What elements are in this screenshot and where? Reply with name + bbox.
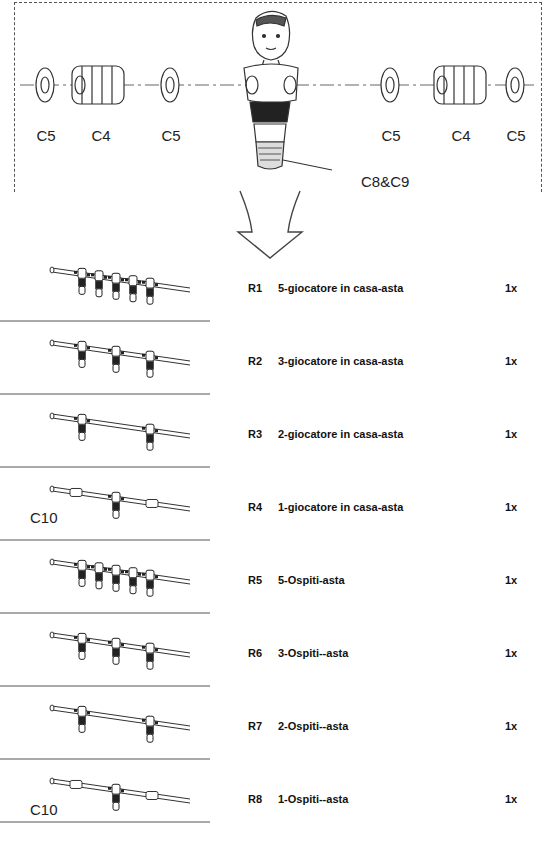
quantity: 1x: [505, 720, 517, 732]
assembly-frame: C5 C4 C5C8&C9 C5 C4 C5: [14, 2, 542, 192]
quantity: 1x: [505, 501, 517, 513]
part-callout: C5: [506, 127, 525, 144]
part-name: 2-Ospiti--asta: [278, 720, 348, 732]
part-name: 3-giocatore in casa-asta: [278, 355, 403, 367]
part-name: 5-Ospiti-asta: [278, 574, 345, 586]
row-divider: [0, 613, 210, 614]
row-divider: [0, 686, 210, 687]
part-name: 2-giocatore in casa-asta: [278, 428, 403, 440]
part-callout: C10: [30, 509, 58, 526]
part-callout: C4: [451, 127, 470, 144]
row-id: R1: [248, 282, 262, 294]
row-divider: [0, 467, 210, 468]
part-name: 3-Ospiti--asta: [278, 647, 348, 659]
rod-assembly: [50, 705, 190, 742]
rod-assembly: [50, 340, 190, 377]
part-callout: C8&C9: [361, 173, 409, 190]
part-name: 1-giocatore in casa-asta: [278, 501, 403, 513]
rod-assembly: [50, 559, 190, 596]
quantity: 1x: [505, 574, 517, 586]
part-name: 5-giocatore in casa-asta: [278, 282, 403, 294]
row-id: R5: [248, 574, 262, 586]
rod-assembly: [50, 413, 190, 450]
quantity: 1x: [505, 428, 517, 440]
row-id: R2: [248, 355, 262, 367]
leader-line: [283, 160, 332, 170]
row-divider: [0, 822, 210, 823]
quantity: 1x: [505, 282, 517, 294]
quantity: 1x: [505, 647, 517, 659]
row-id: R6: [248, 647, 262, 659]
row-id: R4: [248, 501, 262, 513]
row-id: R7: [248, 720, 262, 732]
part-name: 1-Ospiti--asta: [278, 793, 348, 805]
part-callout: C5: [161, 127, 180, 144]
part-callout: C5: [36, 127, 55, 144]
rod-assembly: [50, 632, 190, 669]
part-callout: C4: [91, 127, 110, 144]
part-callout: C10: [30, 801, 58, 818]
row-divider: [0, 394, 210, 395]
rod-assembly: [50, 486, 190, 518]
row-id: R3: [248, 428, 262, 440]
row-divider: [0, 759, 210, 760]
flow-arrow: [238, 191, 302, 258]
player-figure: [244, 11, 332, 170]
quantity: 1x: [505, 793, 517, 805]
part-callout: C5: [381, 127, 400, 144]
rod-assembly: [50, 267, 190, 304]
row-divider: [0, 321, 210, 322]
row-divider: [0, 540, 210, 541]
row-id: R8: [248, 793, 262, 805]
quantity: 1x: [505, 355, 517, 367]
rod-assembly: [50, 778, 190, 810]
